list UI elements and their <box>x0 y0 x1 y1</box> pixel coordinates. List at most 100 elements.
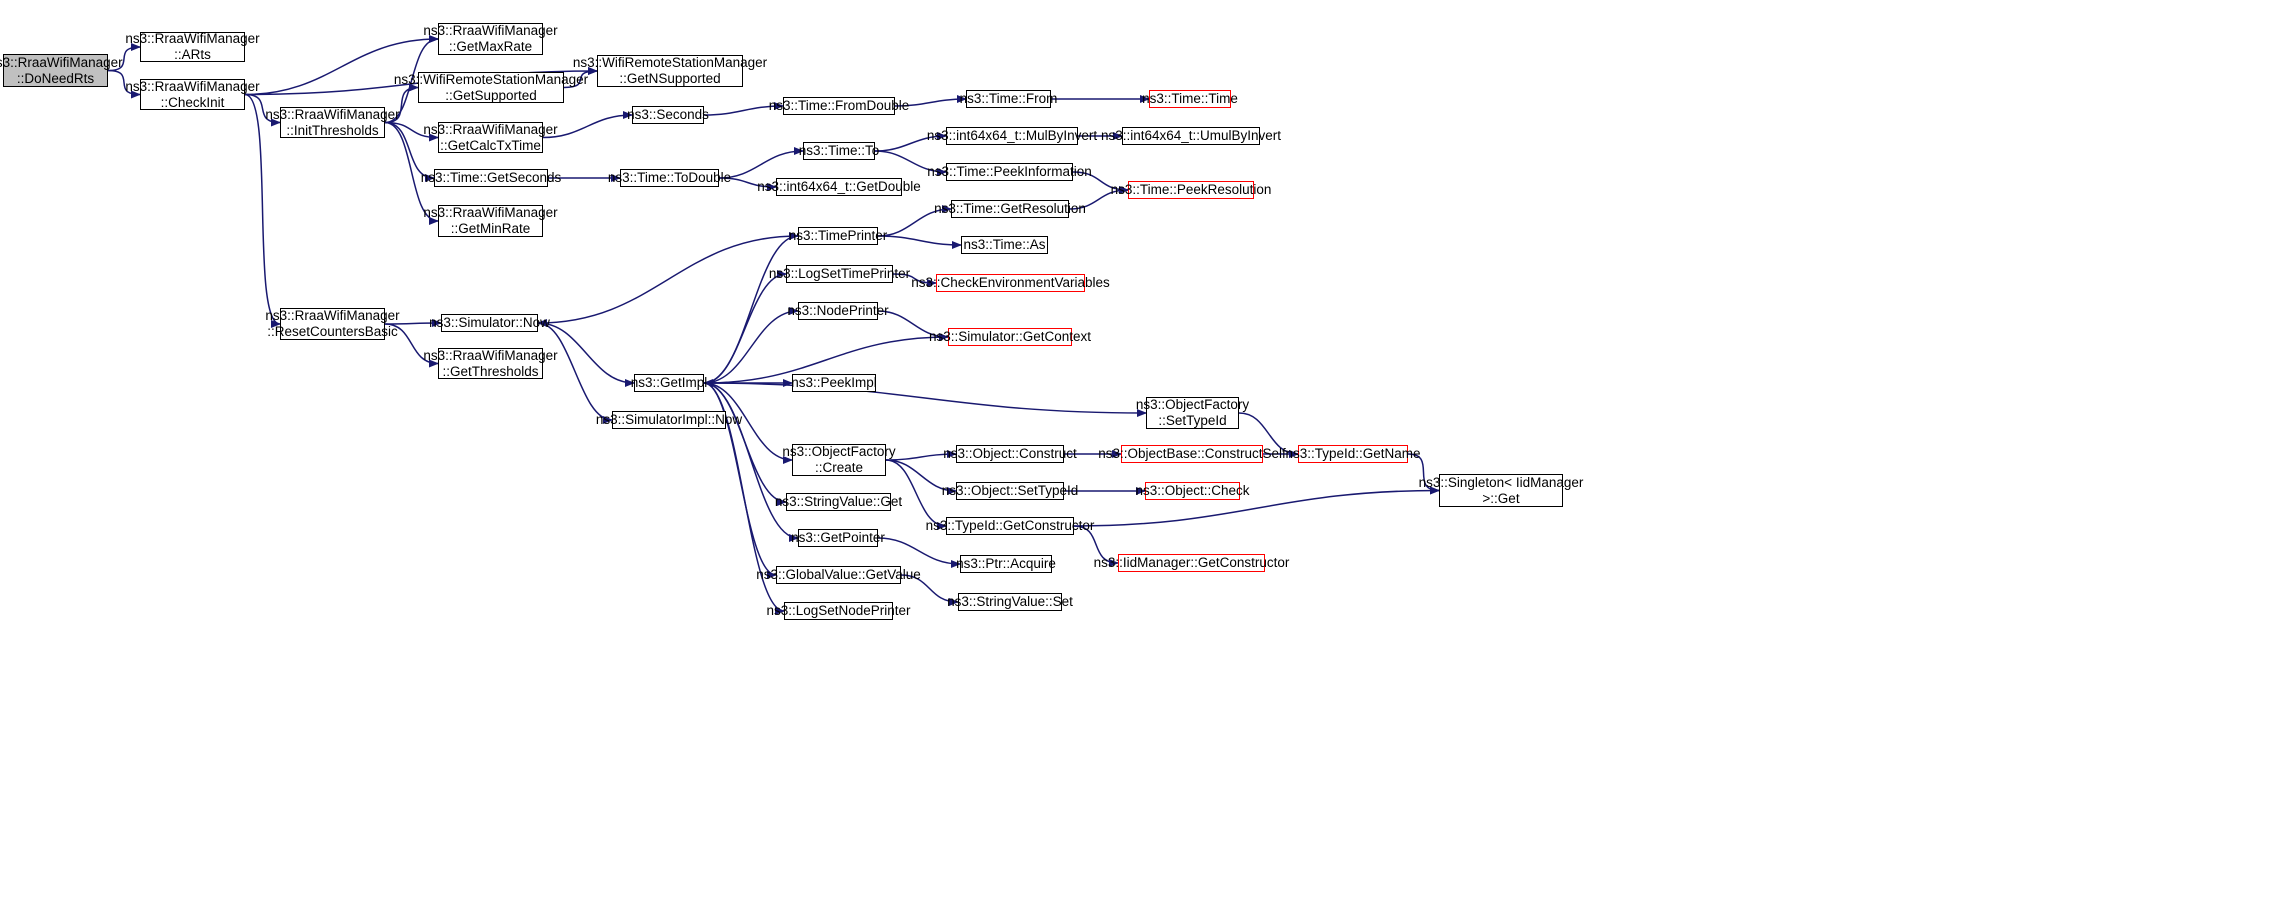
node-label: ns3::Time::GetResolution <box>934 201 1086 216</box>
node-label: ::Create <box>814 460 864 475</box>
edge-nodeprinter-to-simgetcontext <box>877 310 949 341</box>
node-getpointer[interactable]: ns3::GetPointer <box>791 529 885 547</box>
node-label: ::GetNSupported <box>619 71 721 86</box>
node-checkenv[interactable]: ns3::CheckEnvironmentVariables <box>911 274 1110 292</box>
node-label: ns3::RraaWifiManager <box>125 31 260 46</box>
node-constructself[interactable]: ns3::ObjectBase::ConstructSelf <box>1098 445 1286 463</box>
node-timegetseconds[interactable]: ns3::Time::GetSeconds <box>421 169 561 187</box>
node-simimplnow[interactable]: ns3::SimulatorImpl::Now <box>596 411 742 429</box>
node-stringvalueset[interactable]: ns3::StringValue::Set <box>947 593 1073 611</box>
node-label: ns3::Time::PeekInformation <box>927 164 1092 179</box>
edge-initthresholds-to-getmaxrate <box>384 35 439 124</box>
node-label: ns3::ObjectFactory <box>782 444 896 459</box>
edge-doneedrts-to-arts <box>107 43 141 72</box>
node-label: ns3::Object::SetTypeId <box>941 483 1079 498</box>
node-umulbyinvert[interactable]: ns3::int64x64_t::UmulByInvert <box>1101 127 1281 145</box>
edge-timeprinter-to-simnow <box>537 235 799 327</box>
edge-globalvalueget-to-stringvalueset <box>900 574 959 606</box>
edge-checkinit-to-getmaxrate <box>244 35 439 96</box>
edge-simnow-to-simimplnow <box>537 322 613 424</box>
node-objcheck[interactable]: ns3::Object::Check <box>1135 482 1250 500</box>
edge-getcalctxtime-to-seconds <box>542 111 633 139</box>
node-singletonget[interactable]: ns3::Singleton< IidManager>::Get <box>1419 474 1583 507</box>
edge-ofcreate-to-objsettypeid <box>885 459 957 495</box>
node-todouble[interactable]: ns3::Time::ToDouble <box>608 169 731 187</box>
node-label: ns3::GetPointer <box>791 530 885 545</box>
node-ofsettypeid[interactable]: ns3::ObjectFactory::SetTypeId <box>1136 397 1249 429</box>
node-getminrate[interactable]: ns3::RraaWifiManager::GetMinRate <box>423 205 558 237</box>
node-getmaxrate[interactable]: ns3::RraaWifiManager::GetMaxRate <box>423 23 558 55</box>
node-label: ns3::int64x64_t::GetDouble <box>757 179 921 194</box>
node-resetcounters[interactable]: ns3::RraaWifiManager::ResetCountersBasic <box>265 308 400 340</box>
node-simgetcontext[interactable]: ns3::Simulator::GetContext <box>929 328 1091 346</box>
edge-logsettimeprinter-to-checkenv <box>892 273 937 287</box>
node-label: ns3::Time::GetSeconds <box>420 170 562 185</box>
node-globalvalueget[interactable]: ns3::GlobalValue::GetValue <box>756 566 921 584</box>
node-typeidgetname[interactable]: ns3::TypeId::GetName <box>1285 445 1421 463</box>
node-simnow[interactable]: ns3::Simulator::Now <box>429 314 550 332</box>
node-stringvalueget[interactable]: ns3::StringValue::Get <box>775 493 902 511</box>
edge-timeprinter-to-getresolution <box>877 205 952 237</box>
edge-checkinit-to-initthresholds <box>244 93 281 127</box>
node-label: ns3::ObjectBase::ConstructSelf <box>1098 446 1286 461</box>
node-iidgetconstructor[interactable]: ns3::IidManager::GetConstructor <box>1094 554 1289 572</box>
node-label: ns3::Time::To <box>798 143 880 158</box>
edge-initthresholds-to-getcalctxtime <box>384 121 439 142</box>
node-label: ::GetMinRate <box>450 221 531 236</box>
node-timefrom[interactable]: ns3::Time::From <box>960 90 1057 108</box>
node-label: ns3::StringValue::Get <box>774 494 903 509</box>
edge-simgetcontext-to-getimpl <box>703 336 949 387</box>
node-ptracquire[interactable]: ns3::Ptr::Acquire <box>956 555 1056 573</box>
node-getcalctxtime[interactable]: ns3::RraaWifiManager::GetCalcTxTime <box>423 122 558 153</box>
node-arts[interactable]: ns3::RraaWifiManager::ARts <box>125 31 260 62</box>
node-timeas[interactable]: ns3::Time::As <box>961 236 1048 254</box>
node-timeto[interactable]: ns3::Time::To <box>799 142 879 160</box>
node-timetime[interactable]: ns3::Time::Time <box>1142 90 1238 108</box>
edge-checkinit-to-resetcounters <box>244 93 281 328</box>
node-mulbyinvert[interactable]: ns3::int64x64_t::MulByInvert <box>927 127 1097 145</box>
node-label: ::GetCalcTxTime <box>440 137 541 153</box>
node-typeidgetconstructor[interactable]: ns3::TypeId::GetConstructor <box>926 517 1094 535</box>
node-label: ns3::int64x64_t::MulByInvert <box>926 128 1098 143</box>
node-label: ns3::Time::As <box>963 237 1046 252</box>
node-checkinit[interactable]: ns3::RraaWifiManager::CheckInit <box>125 79 260 110</box>
node-logsettimeprinter[interactable]: ns3::LogSetTimePrinter <box>769 265 910 283</box>
node-getresolution[interactable]: ns3::Time::GetResolution <box>934 200 1086 218</box>
node-objsettypeid[interactable]: ns3::Object::SetTypeId <box>942 482 1078 500</box>
node-getsupported[interactable]: ns3::WifiRemoteStationManager::GetSuppor… <box>394 72 588 103</box>
node-objconstruct[interactable]: ns3::Object::Construct <box>943 445 1077 463</box>
node-initthresholds[interactable]: ns3::RraaWifiManager::InitThresholds <box>265 107 400 138</box>
node-label: ns3::Singleton< IidManager <box>1418 474 1584 490</box>
node-label: ns3::RraaWifiManager <box>423 121 558 137</box>
node-label: ns3::Object::Construct <box>943 446 1077 461</box>
node-peekresolution[interactable]: ns3::Time::PeekResolution <box>1111 181 1271 199</box>
node-label: ns3::LogSetTimePrinter <box>768 266 911 281</box>
node-getdouble[interactable]: ns3::int64x64_t::GetDouble <box>757 178 921 196</box>
node-label: ::DoNeedRts <box>16 70 95 86</box>
edge-simnow-to-getimpl <box>537 322 635 387</box>
node-label: ns3::StringValue::Set <box>947 594 1073 609</box>
node-label: ns3::RraaWifiManager <box>423 23 558 38</box>
node-ofcreate[interactable]: ns3::ObjectFactory::Create <box>782 444 896 476</box>
node-getthresholds[interactable]: ns3::RraaWifiManager::GetThresholds <box>423 348 558 379</box>
node-label: ns3::LogSetNodePrinter <box>766 603 911 618</box>
node-peekinformation[interactable]: ns3::Time::PeekInformation <box>927 163 1092 181</box>
node-peekimpl[interactable]: ns3::PeekImpl <box>791 374 877 392</box>
node-label: ::CheckInit <box>160 94 225 110</box>
node-label: >::Get <box>1482 490 1520 506</box>
node-label: ::GetThresholds <box>442 363 539 379</box>
node-seconds[interactable]: ns3::Seconds <box>627 106 709 124</box>
node-nodeprinter[interactable]: ns3::NodePrinter <box>787 302 889 320</box>
node-label: ns3::TimePrinter <box>788 228 888 243</box>
node-getimpl[interactable]: ns3::GetImpl <box>631 374 707 392</box>
node-label: ns3::GlobalValue::GetValue <box>756 567 921 582</box>
node-logsetnodeprinter[interactable]: ns3::LogSetNodePrinter <box>766 602 911 620</box>
node-timeprinter[interactable]: ns3::TimePrinter <box>789 227 887 245</box>
edge-ofcreate-to-objconstruct <box>885 450 957 461</box>
node-label: ns3::Time::FromDouble <box>768 98 910 113</box>
node-label: ns3::int64x64_t::UmulByInvert <box>1100 128 1282 143</box>
node-getnsupported[interactable]: ns3::WifiRemoteStationManager::GetNSuppo… <box>573 55 767 87</box>
node-fromdouble[interactable]: ns3::Time::FromDouble <box>769 97 909 115</box>
